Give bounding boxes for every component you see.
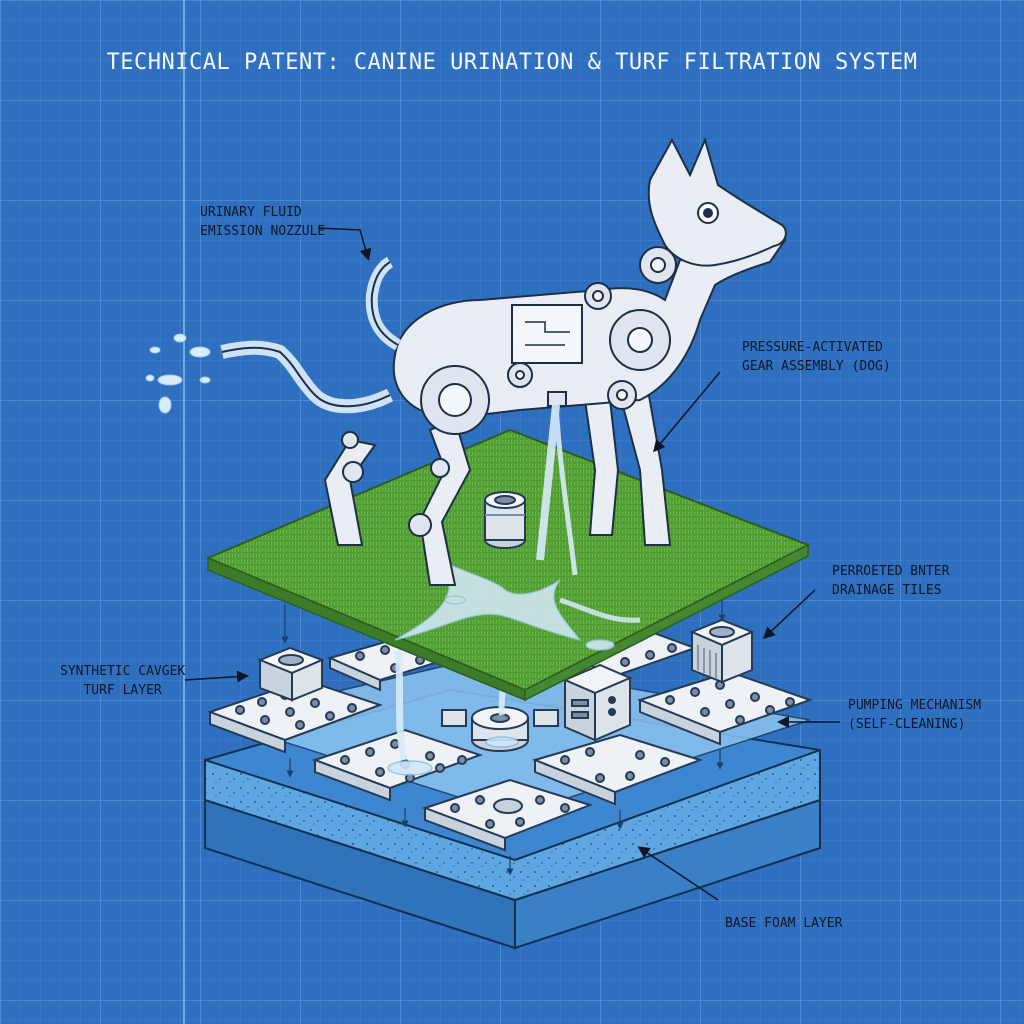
pumping-mechanism — [562, 663, 633, 742]
leader-lines — [184, 227, 840, 901]
label-line: BASE FOAM LAYER — [725, 916, 843, 931]
urinary-fluid-emission-nozzle — [220, 256, 402, 414]
robotic-dog — [323, 137, 787, 586]
tile — [311, 728, 484, 802]
label-line: PUMPING MECHANISM — [848, 698, 982, 713]
dog-head — [647, 137, 787, 267]
control-panel — [511, 304, 583, 364]
filter-cartridge-right — [689, 618, 755, 684]
label-urinary-fluid-nozzle: URINARY FLUID EMISSION NOZZULE — [200, 203, 325, 241]
label-line: URINARY FLUID — [200, 205, 302, 220]
turf-drain-cup — [484, 491, 526, 549]
label-line: DRAINAGE TILES — [832, 583, 942, 598]
fluid-splash-on-turf — [394, 559, 641, 651]
label-pressure-gear-assembly: PRESSURE-ACTIVATED GEAR ASSEMBLY (DOG) — [742, 338, 891, 376]
tile — [421, 778, 594, 852]
page-title: TECHNICAL PATENT: CANINE URINATION & TUR… — [106, 50, 918, 75]
label-synthetic-turf-layer: SYNTHETIC CAVGEK TURF LAYER — [60, 662, 185, 700]
label-line: GEAR ASSEMBLY (DOG) — [742, 359, 891, 374]
fluid-spray — [145, 333, 211, 414]
gear-assembly — [341, 246, 677, 537]
label-line: (SELF-CLEANING) — [848, 717, 966, 732]
label-pumping-mechanism: PUMPING MECHANISM (SELF-CLEANING) — [848, 696, 981, 734]
filter-cartridge-left — [257, 646, 325, 702]
tile — [637, 670, 814, 746]
label-drainage-tiles: PERROETED BNTER DRAINAGE TILES — [832, 562, 949, 600]
dog-leg-rear-left — [323, 438, 377, 546]
label-base-foam-layer: BASE FOAM LAYER — [725, 914, 842, 933]
label-line: EMISSION NOZZULE — [200, 224, 326, 239]
label-line: PRESSURE-ACTIVATED — [742, 340, 883, 355]
tile — [207, 678, 384, 754]
drainage-arrows — [281, 600, 726, 876]
belly-fluid-stream — [536, 404, 578, 576]
label-line: SYNTHETIC CAVGEK — [60, 664, 186, 679]
tile — [531, 733, 704, 806]
label-line: TURF LAYER — [83, 683, 162, 698]
dog-leg-rear-right — [418, 418, 472, 586]
label-line: PERROETED BNTER — [832, 564, 950, 579]
